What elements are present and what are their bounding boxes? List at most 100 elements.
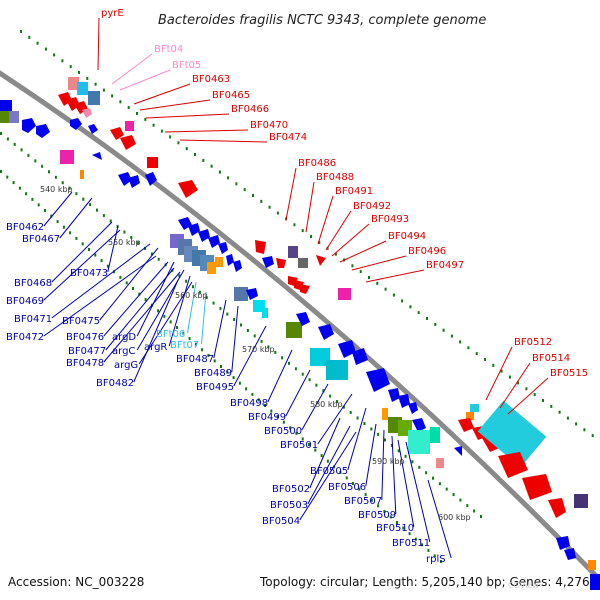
tick-dot [12, 181, 15, 185]
tick-dot [282, 420, 285, 424]
leader-line [351, 255, 407, 271]
gene-label-bf0472[interactable]: BF0472 [6, 332, 44, 343]
gene-label-bf0492[interactable]: BF0492 [353, 201, 391, 212]
gene-block [68, 77, 79, 90]
tick-dot [44, 47, 47, 51]
gene-label-bf0493[interactable]: BF0493 [371, 214, 409, 225]
gene-label-bf0478[interactable]: BF0478 [66, 358, 104, 369]
tick-dot [127, 106, 130, 110]
leader-line [119, 69, 171, 91]
gene-label-bf0498[interactable]: BF0498 [230, 398, 268, 409]
gene-label-bf0504[interactable]: BF0504 [262, 516, 300, 527]
tick-dot [227, 176, 230, 180]
tick-dot [41, 164, 44, 168]
gene-label-bf0500[interactable]: BF0500 [264, 426, 302, 437]
gene-label-bf0497[interactable]: BF0497 [426, 260, 464, 271]
gene-label-bf0477[interactable]: BF0477 [68, 346, 106, 357]
gene-label-bf0507[interactable]: BF0507 [344, 496, 382, 507]
gene-label-argc[interactable]: argC [112, 346, 135, 357]
gene-label-bf0475[interactable]: BF0475 [62, 316, 100, 327]
gene-label-bft05[interactable]: BFt05 [172, 60, 201, 71]
gene-label-bf0470[interactable]: BF0470 [250, 120, 288, 131]
gene-label-bf0503[interactable]: BF0503 [270, 500, 308, 511]
gene-label-bft04[interactable]: BFt04 [154, 44, 183, 55]
gene-label-bf0465[interactable]: BF0465 [212, 90, 250, 101]
gene-label-bf0495[interactable]: BF0495 [196, 382, 234, 393]
tick-dot [102, 214, 105, 218]
gene-label-bf0487[interactable]: BF0487 [176, 354, 214, 365]
gene-label-bf0466[interactable]: BF0466 [231, 104, 269, 115]
gene-label-bf0473[interactable]: BF0473 [70, 268, 108, 279]
gene-label-bf0462[interactable]: BF0462 [6, 222, 44, 233]
gene-label-argd[interactable]: argD [112, 332, 136, 343]
tick-dot [201, 348, 204, 352]
tick-dot [322, 389, 325, 393]
gene-label-bf0501[interactable]: BF0501 [280, 440, 318, 451]
gene-block [286, 322, 302, 338]
tick-dot [401, 299, 404, 303]
tick-dot [459, 498, 462, 502]
tick-dot [205, 296, 208, 300]
tick-dot [334, 252, 337, 256]
gene-block [125, 121, 134, 131]
gene-label-bf0505[interactable]: BF0505 [310, 466, 348, 477]
tick-dot [18, 186, 21, 190]
tick-dot [0, 132, 2, 135]
gene-arrow [118, 172, 132, 186]
gene-block [262, 308, 268, 318]
gene-arrow [198, 229, 210, 242]
gene-label-bf0471[interactable]: BF0471 [14, 314, 52, 325]
gene-label-pyre[interactable]: pyrE [101, 8, 124, 19]
gene-label-argg[interactable]: argG [114, 360, 138, 371]
gene-label-bf0476[interactable]: BF0476 [66, 332, 104, 343]
gene-label-bf0512[interactable]: BF0512 [514, 337, 552, 348]
gene-label-bf0491[interactable]: BF0491 [335, 186, 373, 197]
gene-label-bf0494[interactable]: BF0494 [388, 231, 426, 242]
gene-label-bf0474[interactable]: BF0474 [269, 132, 307, 143]
gene-label-bf0469[interactable]: BF0469 [6, 296, 44, 307]
gene-label-bf0509[interactable]: BF0509 [358, 510, 396, 521]
gene-block [477, 400, 547, 468]
tick-dot [260, 199, 263, 203]
tick-dot [44, 209, 46, 212]
gene-label-bf0506[interactable]: BF0506 [328, 482, 366, 493]
tick-dot [440, 560, 442, 563]
tick-dot [31, 197, 34, 201]
gene-label-bf0467[interactable]: BF0467 [22, 234, 60, 245]
gene-label-bf0482[interactable]: BF0482 [96, 378, 134, 389]
gene-label-bf0514[interactable]: BF0514 [532, 353, 570, 364]
leader-line [168, 275, 191, 347]
gene-label-bf0511[interactable]: BF0511 [392, 538, 430, 549]
gene-label-bf0499[interactable]: BF0499 [248, 412, 286, 423]
gene-label-bf0486[interactable]: BF0486 [298, 158, 336, 169]
tick-dot [342, 405, 345, 409]
gene-block [466, 412, 474, 420]
tick-dot [326, 459, 329, 463]
gene-label-bft06[interactable]: BFt06 [156, 329, 185, 340]
gene-label-bf0463[interactable]: BF0463 [192, 74, 230, 85]
gene-label-bf0510[interactable]: BF0510 [376, 523, 414, 534]
gene-block [590, 574, 600, 590]
scale-label: 600 kbp [438, 513, 471, 522]
gene-label-bf0496[interactable]: BF0496 [408, 246, 446, 257]
tick-dot [358, 487, 361, 491]
leader-line [179, 139, 268, 143]
gene-label-bf0488[interactable]: BF0488 [316, 172, 354, 183]
scale-label: 590 kbp [372, 457, 405, 466]
tick-dot [185, 279, 188, 283]
watermark: CGView [508, 581, 539, 590]
gene-label-bf0489[interactable]: BF0489 [194, 368, 232, 379]
tick-dot [411, 460, 414, 464]
gene-label-rpls[interactable]: rplS [426, 554, 446, 565]
gene-label-bft07[interactable]: BFt07 [170, 340, 199, 351]
gene-label-bf0515[interactable]: BF0515 [550, 368, 588, 379]
gene-label-bf0468[interactable]: BF0468 [14, 278, 52, 289]
gene-label-argr[interactable]: argR [144, 342, 167, 353]
leader-line [139, 99, 211, 111]
tick-dot [132, 287, 134, 290]
gene-block [80, 170, 84, 179]
gene-label-bf0502[interactable]: BF0502 [272, 484, 310, 495]
scale-label: 580 kbp [310, 400, 343, 409]
